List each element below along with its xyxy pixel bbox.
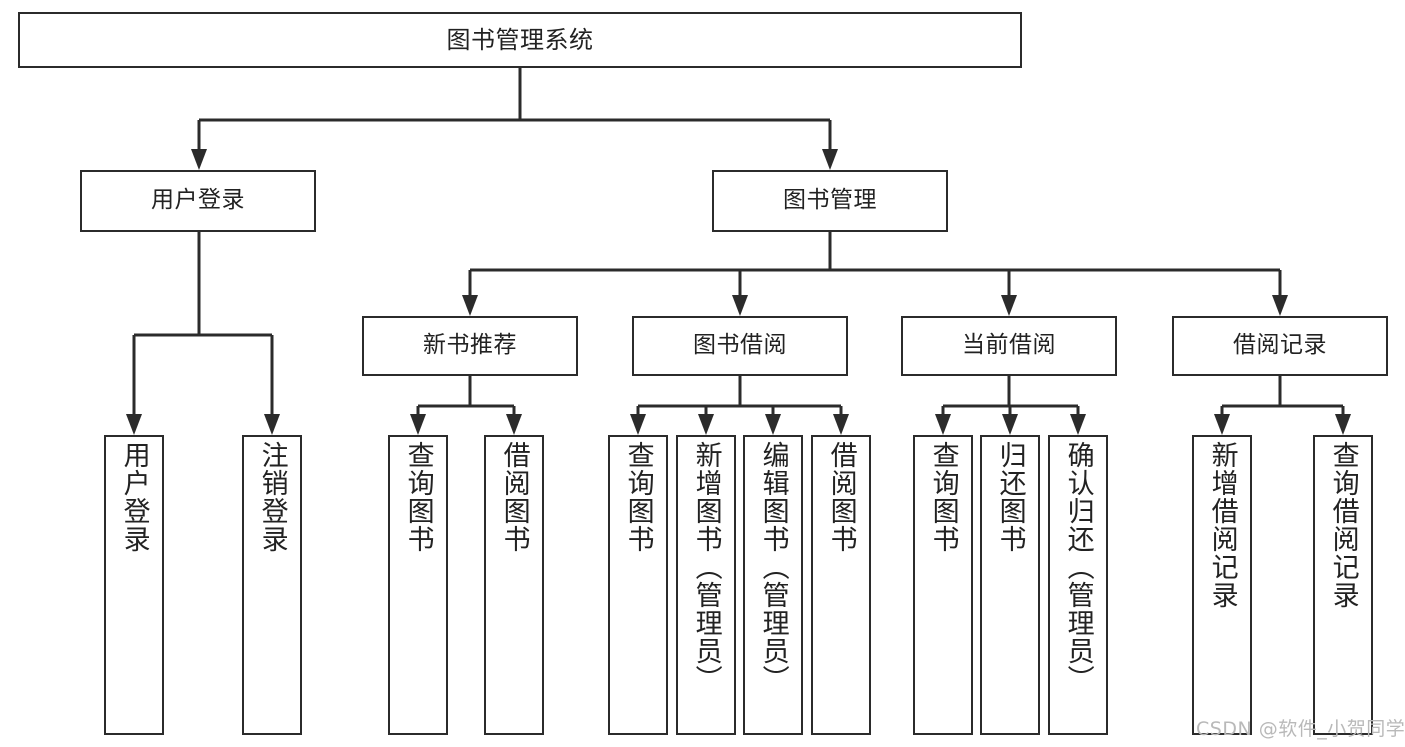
node-leaf-add-book-label: 新增图书（管理员） bbox=[690, 441, 722, 693]
node-leaf-query-book-current-label: 查询图书 bbox=[927, 441, 959, 553]
node-root[interactable]: 图书管理系统 bbox=[18, 12, 1022, 68]
node-leaf-query-book-current[interactable]: 查询图书 bbox=[913, 435, 973, 735]
node-leaf-borrow-book-label: 借阅图书 bbox=[825, 441, 857, 553]
node-borrow-record-label: 借阅记录 bbox=[1233, 332, 1327, 359]
node-book-borrow-label: 图书借阅 bbox=[693, 332, 787, 359]
node-leaf-user-logout[interactable]: 注销登录 bbox=[242, 435, 302, 735]
node-book-management[interactable]: 图书管理 bbox=[712, 170, 948, 232]
node-leaf-add-borrow-record-label: 新增借阅记录 bbox=[1206, 441, 1238, 609]
node-new-book-recommend-label: 新书推荐 bbox=[423, 332, 517, 359]
node-leaf-confirm-return-label: 确认归还（管理员） bbox=[1062, 441, 1094, 693]
node-leaf-query-book-recommend[interactable]: 查询图书 bbox=[388, 435, 448, 735]
node-leaf-return-book-label: 归还图书 bbox=[994, 441, 1026, 553]
node-current-borrow-label: 当前借阅 bbox=[962, 332, 1056, 359]
node-leaf-user-login[interactable]: 用户登录 bbox=[104, 435, 164, 735]
node-borrow-record[interactable]: 借阅记录 bbox=[1172, 316, 1388, 376]
node-leaf-query-book-recommend-label: 查询图书 bbox=[402, 441, 434, 553]
node-leaf-user-login-label: 用户登录 bbox=[118, 441, 150, 553]
node-root-label: 图书管理系统 bbox=[446, 25, 594, 54]
node-leaf-confirm-return[interactable]: 确认归还（管理员） bbox=[1048, 435, 1108, 735]
node-leaf-query-borrow-record-label: 查询借阅记录 bbox=[1327, 441, 1359, 609]
node-book-borrow[interactable]: 图书借阅 bbox=[632, 316, 848, 376]
node-leaf-query-book-borrow-label: 查询图书 bbox=[622, 441, 654, 553]
node-leaf-borrow-book-recommend-label: 借阅图书 bbox=[498, 441, 530, 553]
node-book-management-label: 图书管理 bbox=[783, 187, 877, 214]
node-new-book-recommend[interactable]: 新书推荐 bbox=[362, 316, 578, 376]
node-leaf-borrow-book[interactable]: 借阅图书 bbox=[811, 435, 871, 735]
node-current-borrow[interactable]: 当前借阅 bbox=[901, 316, 1117, 376]
node-leaf-query-borrow-record[interactable]: 查询借阅记录 bbox=[1313, 435, 1373, 735]
node-leaf-user-logout-label: 注销登录 bbox=[256, 441, 288, 553]
node-user-login[interactable]: 用户登录 bbox=[80, 170, 316, 232]
node-leaf-add-borrow-record[interactable]: 新增借阅记录 bbox=[1192, 435, 1252, 735]
node-leaf-return-book[interactable]: 归还图书 bbox=[980, 435, 1040, 735]
node-user-login-label: 用户登录 bbox=[151, 187, 245, 214]
node-leaf-borrow-book-recommend[interactable]: 借阅图书 bbox=[484, 435, 544, 735]
node-leaf-add-book[interactable]: 新增图书（管理员） bbox=[676, 435, 736, 735]
node-leaf-query-book-borrow[interactable]: 查询图书 bbox=[608, 435, 668, 735]
node-leaf-edit-book-label: 编辑图书（管理员） bbox=[757, 441, 789, 693]
node-leaf-edit-book[interactable]: 编辑图书（管理员） bbox=[743, 435, 803, 735]
